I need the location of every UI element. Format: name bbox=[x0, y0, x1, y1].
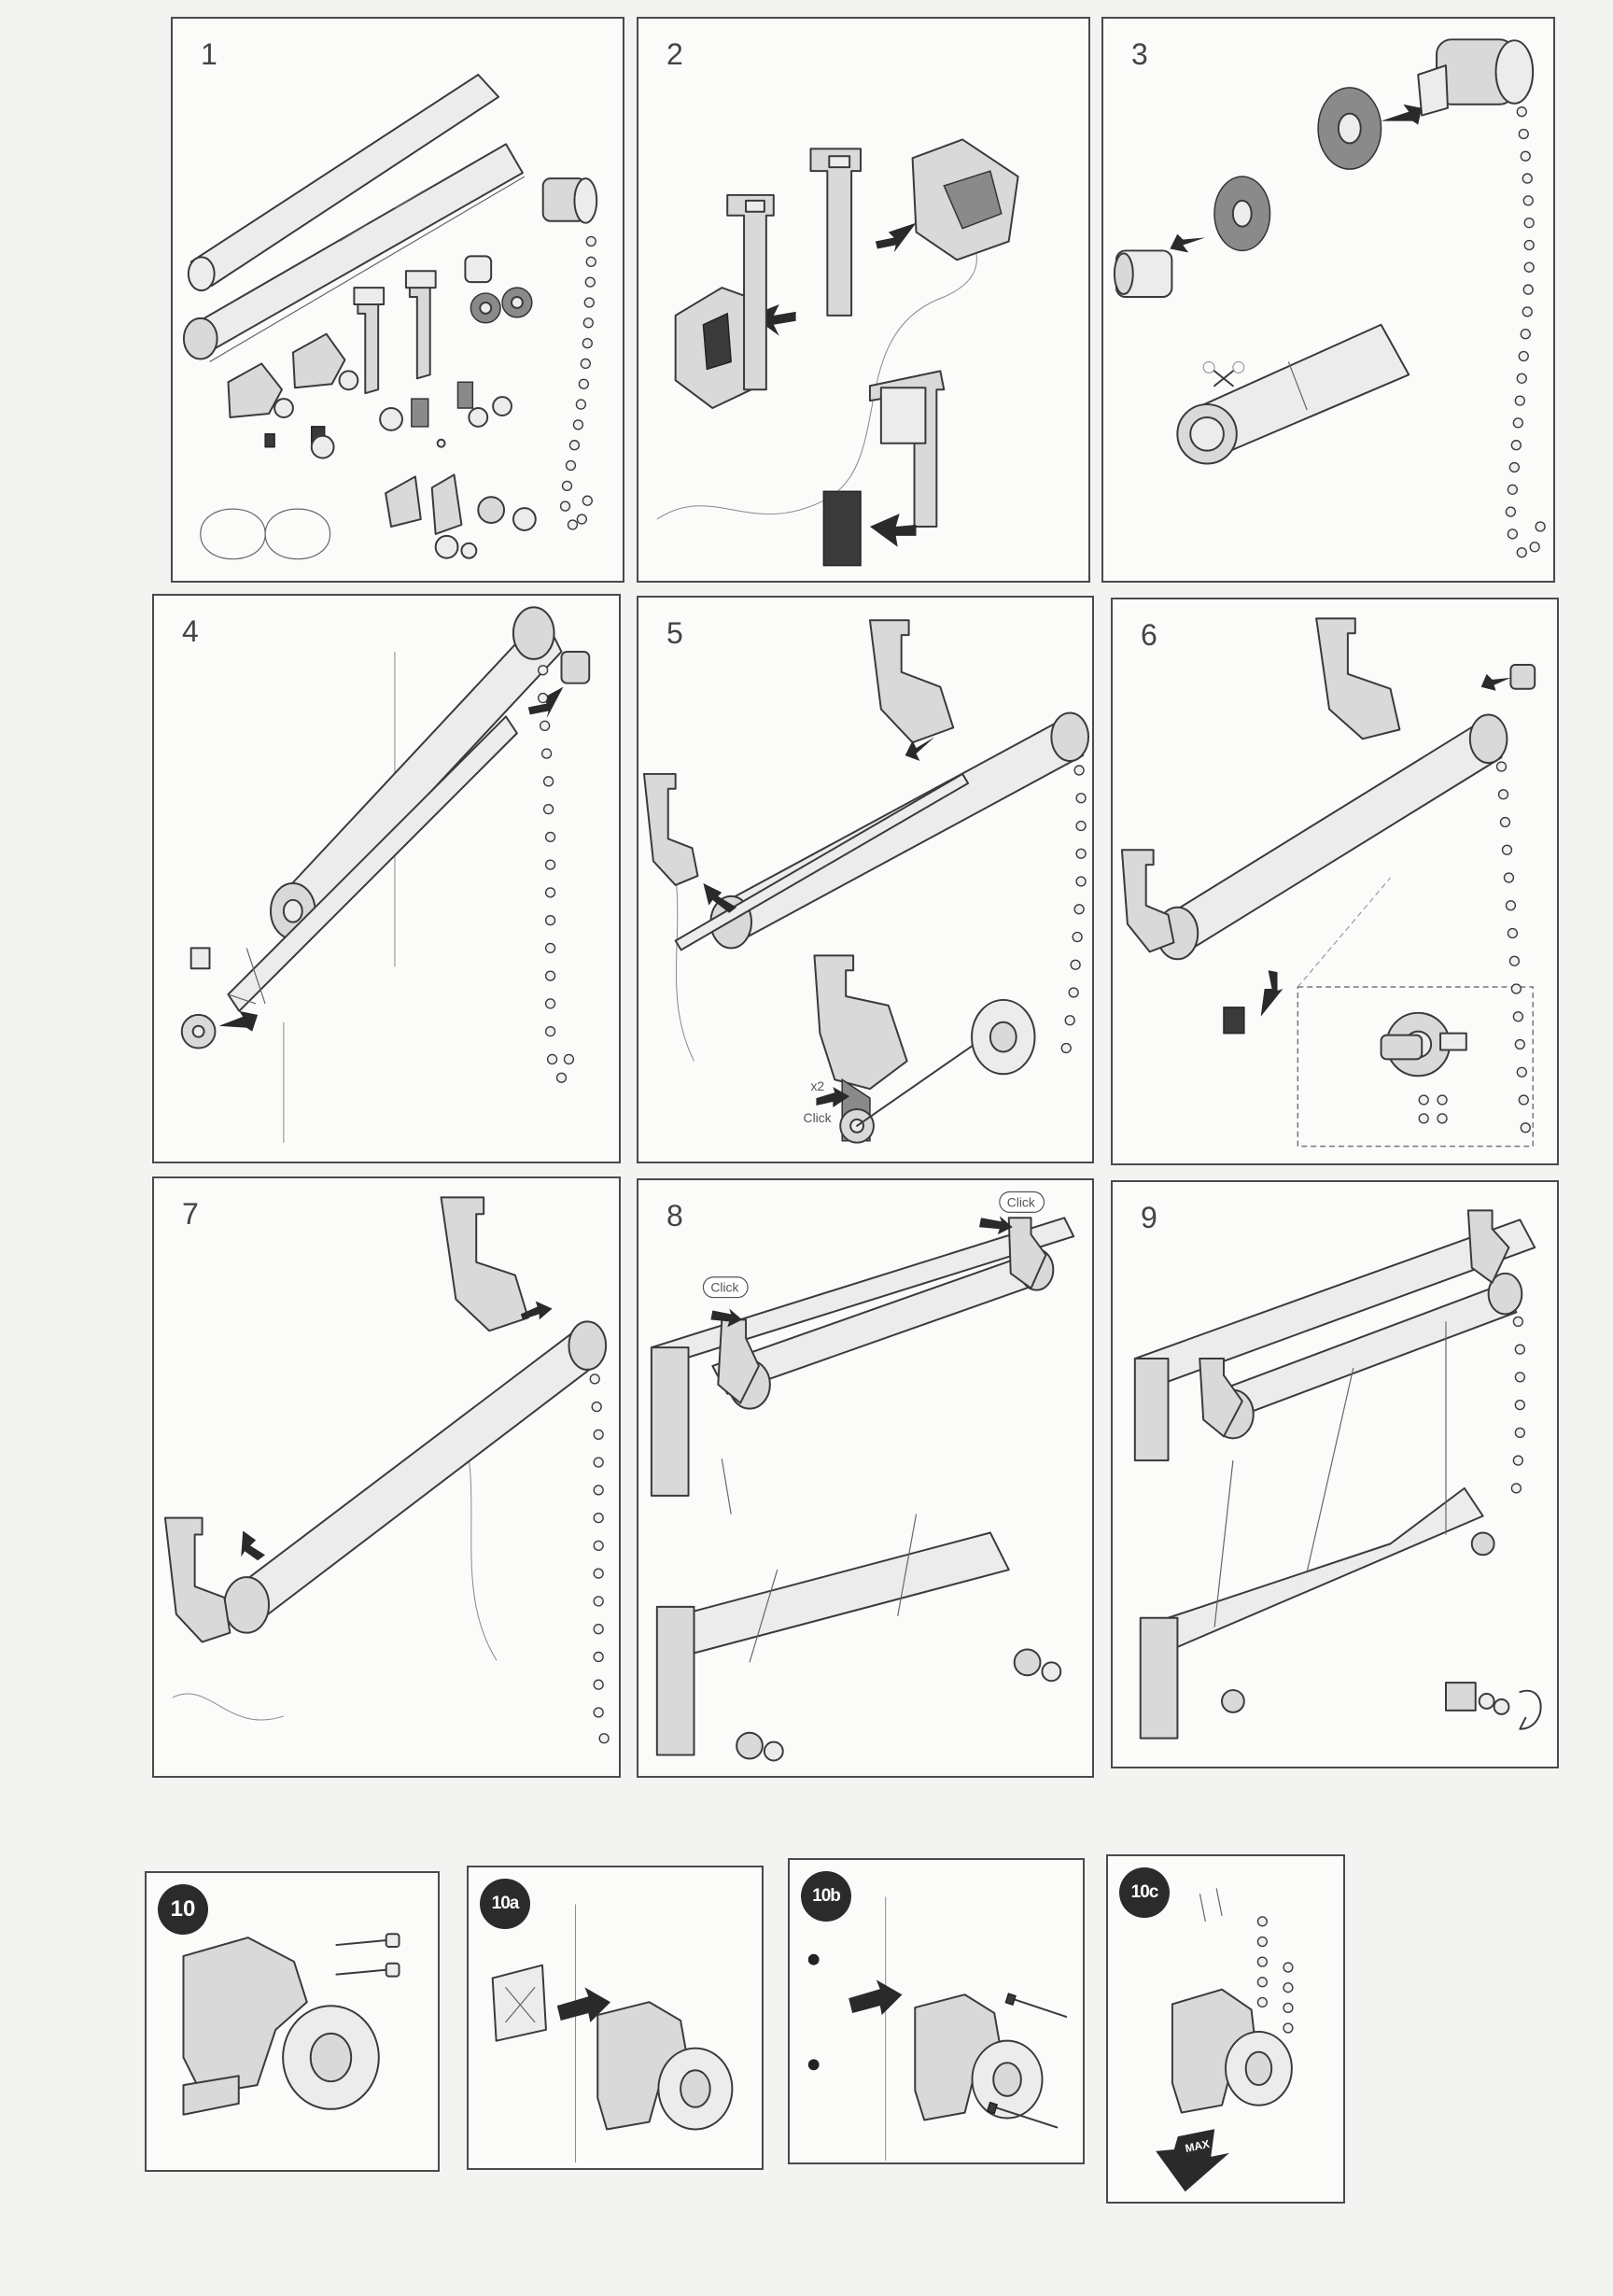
bead-chain bbox=[1510, 1316, 1525, 1494]
step-badge: 10a bbox=[480, 1879, 530, 1929]
step-10a-panel: 10a bbox=[467, 1866, 764, 2170]
bead-chain bbox=[589, 1373, 610, 1744]
step-9-panel: 9 bbox=[1111, 1180, 1559, 1768]
max-label: MAX bbox=[1184, 2137, 1211, 2155]
step-number: 6 bbox=[1141, 618, 1157, 652]
step-4-panel: 4 bbox=[152, 594, 621, 1163]
step-number: 4 bbox=[182, 614, 199, 648]
step-7-panel: 7 bbox=[152, 1176, 621, 1778]
bracket-with-screws-illustration bbox=[182, 1933, 400, 2116]
wall-mount-click-illustration: Click Click bbox=[650, 1190, 1075, 1762]
end-plug-illustration bbox=[1120, 617, 1536, 1148]
step-10c-panel: 10c MAX bbox=[1106, 1854, 1345, 2204]
step-number: 9 bbox=[1141, 1201, 1157, 1234]
click-label-right: Click bbox=[1007, 1194, 1035, 1209]
step-1-panel: 1 bbox=[171, 17, 624, 583]
step-10-panel: 10 bbox=[145, 1871, 440, 2172]
max-pull-illustration: MAX bbox=[1156, 1888, 1294, 2192]
step-number: 1 bbox=[201, 37, 217, 71]
bead-chain bbox=[1505, 106, 1546, 558]
parts-kit-illustration bbox=[182, 74, 598, 560]
template-align-illustration bbox=[491, 1904, 734, 2163]
bracket-click-illustration: x2 Click bbox=[642, 619, 1090, 1144]
step-number: 3 bbox=[1131, 37, 1148, 71]
step-number: 8 bbox=[666, 1199, 683, 1233]
roller-mount-illustration bbox=[163, 1196, 610, 1744]
bead-chain bbox=[1495, 761, 1531, 1134]
step-number: 7 bbox=[182, 1197, 199, 1231]
step-badge: 10 bbox=[158, 1884, 208, 1935]
step-3-panel: 3 bbox=[1101, 17, 1555, 583]
step-2-panel: 2 bbox=[637, 17, 1090, 583]
screw-fixing-illustration bbox=[807, 1896, 1068, 2161]
step-number: 5 bbox=[666, 616, 683, 650]
step-number: 2 bbox=[666, 37, 683, 71]
final-installation-illustration bbox=[1133, 1209, 1542, 1740]
step-badge: 10c bbox=[1119, 1867, 1170, 1918]
step-10b-panel: 10b bbox=[788, 1858, 1085, 2164]
step-5-panel: 5 x2 Click bbox=[637, 596, 1094, 1163]
click-label-left: Click bbox=[710, 1280, 738, 1295]
roller-insert-illustration bbox=[180, 606, 591, 1143]
times-two-label: x2 bbox=[810, 1078, 824, 1093]
end-cap-illustration bbox=[1113, 38, 1546, 558]
step-badge: 10b bbox=[801, 1871, 851, 1922]
bead-chain bbox=[537, 665, 575, 1083]
bead-chain bbox=[1060, 765, 1087, 1054]
bracket-assembly-illustration bbox=[656, 138, 1019, 567]
step-6-panel: 6 bbox=[1111, 598, 1559, 1165]
bead-chain bbox=[559, 235, 596, 530]
step-8-panel: 8 Click Click bbox=[637, 1178, 1094, 1778]
click-label: Click bbox=[804, 1110, 832, 1125]
bead-chain bbox=[1256, 1916, 1294, 2034]
